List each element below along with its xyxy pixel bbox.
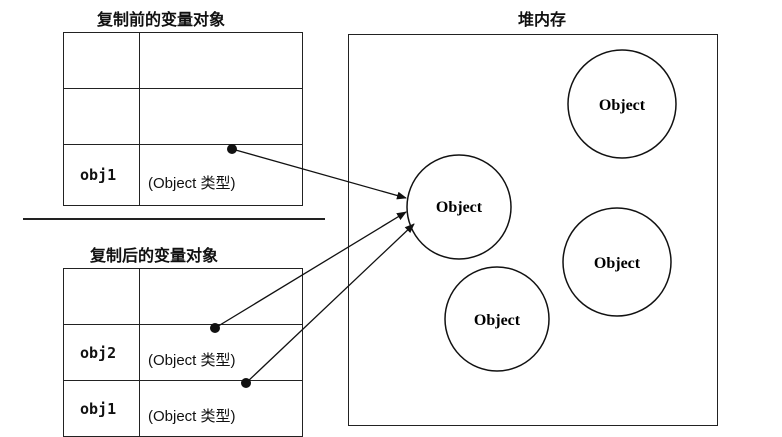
before-variable-table: obj1 (Object 类型) xyxy=(63,32,303,206)
var-type-label: (Object 类型) xyxy=(148,408,236,425)
before-copy-title: 复制前的变量对象 xyxy=(97,10,226,29)
heap-object: Object xyxy=(562,207,672,317)
var-name-obj1: obj1 xyxy=(80,399,117,418)
table-row xyxy=(63,268,303,325)
var-name-obj2: obj2 xyxy=(80,343,117,362)
heap-memory-box xyxy=(348,34,718,426)
name-cell xyxy=(63,88,140,145)
object-circle xyxy=(406,154,512,260)
name-cell xyxy=(63,268,140,325)
reference-arrow-after-obj1 xyxy=(245,223,415,384)
table-row xyxy=(63,88,303,145)
pointer-dot-obj2 xyxy=(210,323,220,333)
heap-object: Object xyxy=(444,266,550,372)
pointer-dot-after-obj1 xyxy=(241,378,251,388)
object-circle xyxy=(567,49,677,159)
object-label: Object xyxy=(594,255,641,272)
value-cell xyxy=(139,88,303,145)
reference-arrow-obj2 xyxy=(214,211,407,329)
object-circle xyxy=(444,266,550,372)
var-name-obj1: obj1 xyxy=(80,166,117,184)
name-cell: obj1 xyxy=(63,380,140,437)
table-row: obj1 (Object 类型) xyxy=(63,144,303,206)
var-type-label: (Object 类型) xyxy=(148,352,236,369)
object-circle xyxy=(562,207,672,317)
var-type-label: (Object 类型) xyxy=(148,174,236,192)
heap-memory-title: 堆内存 xyxy=(518,10,567,29)
name-cell: obj2 xyxy=(63,324,140,381)
heap-object: Object xyxy=(406,154,512,260)
pointer-dot-before-obj1 xyxy=(227,144,237,154)
object-label: Object xyxy=(599,97,646,114)
after-copy-title: 复制后的变量对象 xyxy=(90,246,219,265)
reference-arrow-before-obj1 xyxy=(231,148,407,200)
table-row: obj1 (Object 类型) xyxy=(63,380,303,437)
divider-line xyxy=(23,218,325,220)
table-row: obj2 (Object 类型) xyxy=(63,324,303,381)
value-cell xyxy=(139,268,303,325)
object-label: Object xyxy=(474,312,521,329)
value-cell: (Object 类型) xyxy=(139,380,303,437)
object-label: Object xyxy=(436,199,483,216)
after-variable-table: obj2 (Object 类型) obj1 (Object 类型) xyxy=(63,268,303,437)
heap-object: Object xyxy=(567,49,677,159)
value-cell: (Object 类型) xyxy=(139,144,303,206)
